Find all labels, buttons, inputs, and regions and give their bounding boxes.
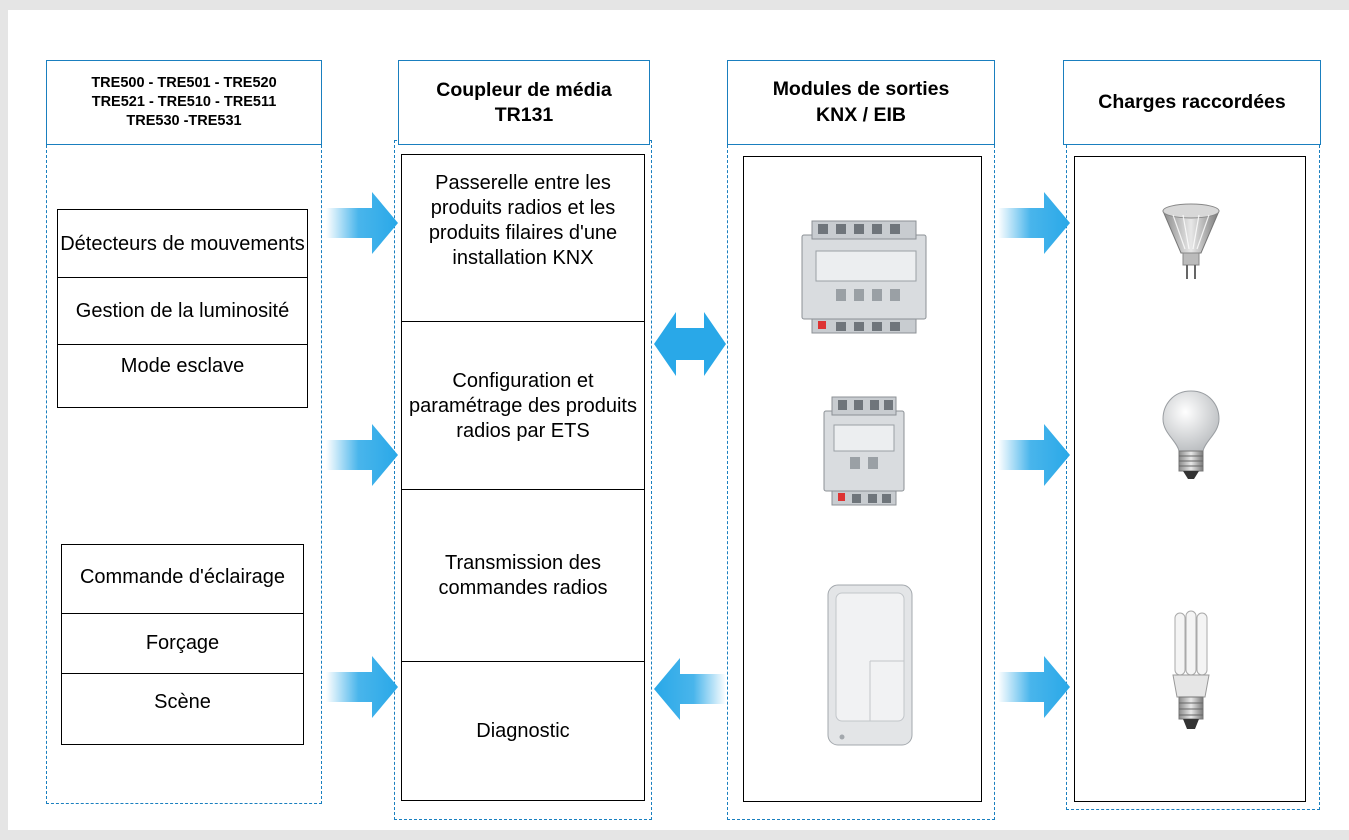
function-label: Détecteurs de mouvements	[60, 232, 305, 255]
function-label: Mode esclave	[120, 354, 245, 377]
col4-header-label: Charges raccordées	[1098, 91, 1286, 113]
arrow-bidirectional-coupler-modules	[654, 312, 726, 376]
function-label: Commande d'éclairage	[79, 565, 286, 588]
incandescent-bulb-icon	[1162, 390, 1220, 479]
col3-header-line-2: KNX / EIB	[816, 103, 906, 126]
arrow-right-module-to-halogen	[998, 192, 1070, 254]
divider	[58, 277, 307, 278]
arrow-right-commands-to-coupler	[326, 656, 398, 718]
coupler-transmission-cell: Transmission des commandes radios	[408, 491, 638, 661]
cell-label: Diagnostic	[476, 719, 570, 742]
function-lighting-command: Commande d'éclairage	[62, 545, 303, 609]
function-scene: Scène	[62, 675, 303, 729]
col2-header-line-2: TR131	[494, 103, 554, 126]
command-functions-box: Commande d'éclairage Forçage Scène	[61, 544, 304, 745]
col4-header: Charges raccordées	[1063, 60, 1321, 145]
col3-header: Modules de sorties KNX / EIB	[727, 60, 995, 145]
cell-label: Configuration et paramétrage des produit…	[409, 369, 637, 442]
arrow-right-to-configuration	[326, 424, 398, 486]
din-module-large-image	[801, 220, 927, 334]
col2-header: Coupleur de média TR131	[398, 60, 650, 145]
arrow-right-module-to-bulb	[998, 424, 1070, 486]
function-label: Gestion de la luminosité	[75, 299, 290, 322]
arrow-right-sensors-to-coupler	[326, 192, 398, 254]
divider	[402, 321, 644, 322]
compact-fluorescent-lamp-icon	[1172, 610, 1210, 729]
function-label: Forçage	[145, 631, 220, 654]
radio-wall-unit-image	[827, 584, 913, 746]
coupler-diagnostic-cell: Diagnostic	[408, 663, 638, 799]
col1-header-line-1: TRE500 - TRE501 - TRE520	[91, 75, 277, 92]
divider	[62, 613, 303, 614]
diagram-canvas: TRE500 - TRE501 - TRE520 TRE521 - TRE510…	[8, 10, 1349, 830]
din-module-small-image	[823, 396, 905, 506]
coupler-configuration-cell: Configuration et paramétrage des produit…	[408, 323, 638, 489]
loads-box	[1074, 156, 1306, 802]
arrow-left-modules-to-diagnostic	[654, 658, 726, 720]
function-forcing: Forçage	[62, 615, 303, 671]
col1-header: TRE500 - TRE501 - TRE520 TRE521 - TRE510…	[46, 60, 322, 145]
divider	[402, 489, 644, 490]
function-motion-detectors: Détecteurs de mouvements	[58, 214, 307, 274]
function-luminosity-management: Gestion de la luminosité	[58, 282, 307, 340]
halogen-spot-lamp-icon	[1162, 203, 1220, 279]
col2-header-line-1: Coupleur de média	[436, 79, 612, 102]
function-label: Scène	[154, 690, 211, 713]
cell-label: Passerelle entre les produits radios et …	[428, 172, 618, 269]
output-modules-box	[743, 156, 982, 802]
arrow-right-module-to-cfl	[998, 656, 1070, 718]
divider	[402, 661, 644, 662]
col3-header-line-1: Modules de sorties	[772, 78, 950, 101]
col1-header-line-2: TRE521 - TRE510 - TRE511	[91, 94, 277, 111]
cell-label: Transmission des commandes radios	[438, 552, 608, 599]
coupler-gateway-cell: Passerelle entre les produits radios et …	[408, 161, 638, 321]
divider	[62, 673, 303, 674]
coupler-functions-box: Passerelle entre les produits radios et …	[401, 154, 645, 801]
function-slave-mode: Mode esclave	[58, 346, 307, 386]
sensor-functions-box: Détecteurs de mouvements Gestion de la l…	[57, 209, 308, 408]
divider	[58, 344, 307, 345]
col1-header-line-3: TRE530 -TRE531	[126, 112, 242, 129]
